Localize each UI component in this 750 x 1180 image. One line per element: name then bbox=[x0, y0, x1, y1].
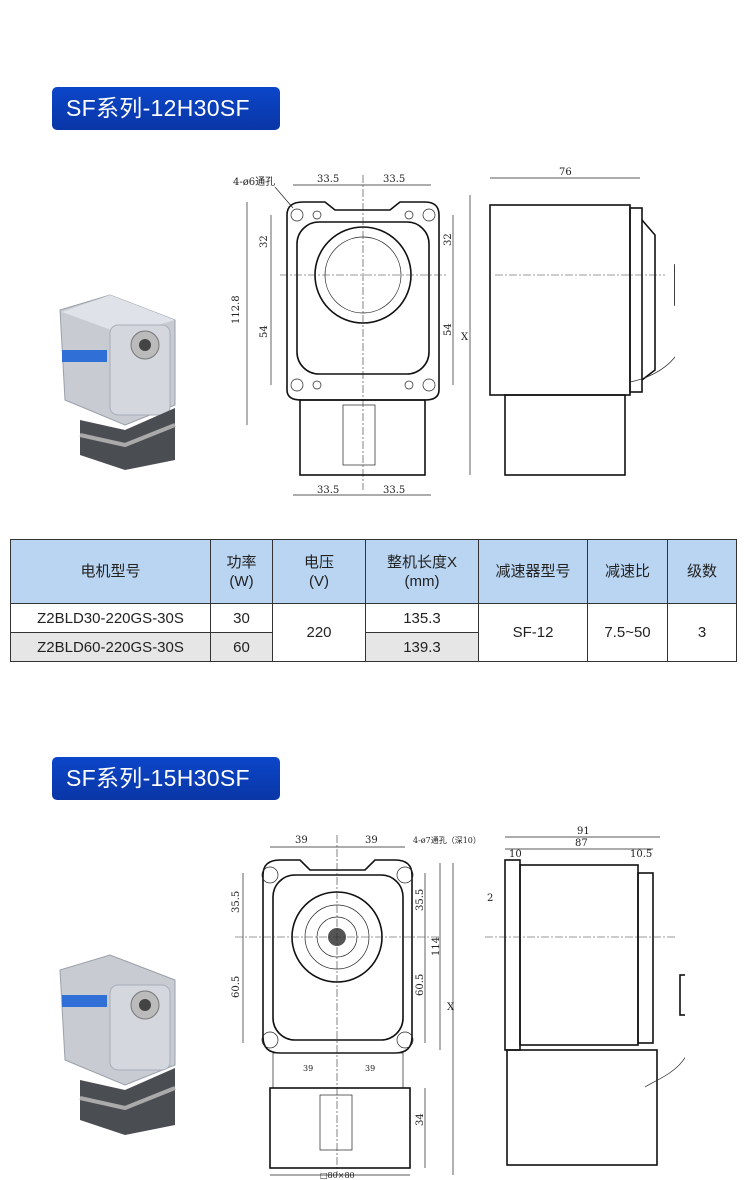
drawing-12h30sf: 4-ø6通孔 33.5 33.5 112.8 32 54 32 54 X 33.5… bbox=[231, 167, 675, 496]
dimension-label: 114 bbox=[431, 937, 442, 956]
dimension-label: 60.5 bbox=[231, 976, 242, 998]
dimension-label: 39 bbox=[365, 835, 378, 846]
dimension-label: 91 bbox=[577, 826, 590, 837]
dimension-label: 135.3 bbox=[365, 603, 479, 633]
dimension-label: 60.5 bbox=[415, 974, 426, 996]
dimension-label: 39 bbox=[365, 1064, 375, 1073]
dimension-label: 级数 bbox=[667, 539, 737, 604]
dimension-label: 电压 (V) bbox=[272, 539, 366, 604]
dimension-label: SF-12 bbox=[478, 603, 588, 662]
dimension-label: 33.5 bbox=[317, 174, 339, 185]
section-title-12h30sf: SF系列-12H30SF bbox=[52, 87, 280, 130]
dimension-label: 33.5 bbox=[317, 485, 339, 496]
dimension-label: 54 bbox=[259, 325, 270, 338]
table-row: Z2BLD60-220GS-30S 60 139.3 bbox=[10, 632, 737, 662]
dimension-label: 33.5 bbox=[383, 485, 405, 496]
section-title-15h30sf: SF系列-15H30SF bbox=[52, 757, 280, 800]
dimension-label: 35.5 bbox=[415, 889, 426, 911]
spec-table: 电机型号 功率 (W) 电压 (V) 整机长度X (mm) 减速器型号 减速比 … bbox=[10, 539, 737, 662]
table-header-row: 电机型号 功率 (W) 电压 (V) 整机长度X (mm) 减速器型号 减速比 … bbox=[10, 539, 737, 604]
dimension-label: X bbox=[461, 332, 469, 343]
dimension-label: 2 bbox=[487, 893, 493, 904]
dimension-label: □80×80 bbox=[320, 1171, 355, 1180]
dimension-label: 10.5 bbox=[630, 849, 652, 860]
dimension-label: 87 bbox=[575, 838, 588, 849]
dimension-label: 32 bbox=[443, 233, 454, 246]
dimension-label: 整机长度X (mm) bbox=[365, 539, 479, 604]
dimension-label: 电机型号 bbox=[10, 539, 211, 604]
dimension-label: 60 bbox=[210, 632, 273, 662]
dimension-label: 139.3 bbox=[365, 632, 479, 662]
dimension-label: Z2BLD30-220GS-30S bbox=[10, 603, 211, 633]
motor-photo-15h30sf bbox=[59, 954, 176, 1135]
dimension-label: 39 bbox=[295, 835, 308, 846]
dimension-label: 减速比 bbox=[587, 539, 668, 604]
motor-photo-12h30sf bbox=[59, 294, 176, 470]
dimension-label: 54 bbox=[443, 323, 454, 336]
dimension-label: 220 bbox=[272, 603, 366, 662]
dimension-label: 34 bbox=[415, 1113, 426, 1126]
dimension-label: 33.5 bbox=[383, 174, 405, 185]
dimension-label: 39 bbox=[303, 1064, 313, 1073]
dimension-label: 3 bbox=[667, 603, 737, 662]
dimension-label: 30 bbox=[210, 603, 273, 633]
dimension-label: X bbox=[447, 1002, 455, 1013]
dimension-label: 7.5~50 bbox=[587, 603, 668, 662]
dimension-label: 35.5 bbox=[231, 891, 242, 913]
dimension-label: 76 bbox=[559, 167, 572, 178]
dimension-label: 32 bbox=[259, 235, 270, 248]
dimension-label: 4-ø7通孔（深10） bbox=[413, 835, 481, 845]
dimension-label: 10 bbox=[509, 849, 522, 860]
dimension-label: Z2BLD60-220GS-30S bbox=[10, 632, 211, 662]
dimension-label: 减速器型号 bbox=[478, 539, 588, 604]
hole-note: 4-ø6通孔 bbox=[233, 176, 275, 188]
dimension-label: 112.8 bbox=[231, 295, 242, 324]
dimension-label: 功率 (W) bbox=[210, 539, 273, 604]
table-row: Z2BLD30-220GS-30S 30 220 135.3 SF-12 7.5… bbox=[10, 603, 737, 662]
drawing-15h30sf: 39 39 4-ø7通孔（深10） 35.5 60.5 35.5 60.5 114… bbox=[231, 826, 685, 1180]
